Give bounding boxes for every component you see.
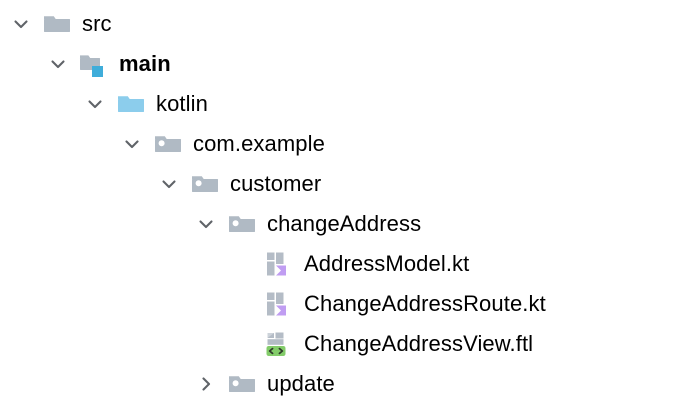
kotlin-file-icon xyxy=(264,249,294,279)
tree-indent-spacer xyxy=(230,251,256,277)
tree-row-label: changeAddress xyxy=(267,211,422,236)
tree-row-label: AddressModel.kt xyxy=(304,251,470,276)
folder-package-icon xyxy=(190,169,220,199)
folder-module-icon xyxy=(79,49,109,79)
tree-indent-spacer xyxy=(230,291,256,317)
tree-row-change-address-route-kt[interactable]: ChangeAddressRoute.kt xyxy=(0,284,700,324)
chevron-down-icon[interactable] xyxy=(45,51,71,77)
ftl-file-icon xyxy=(264,329,294,359)
chevron-down-icon[interactable] xyxy=(8,11,34,37)
chevron-down-icon[interactable] xyxy=(193,211,219,237)
tree-row-label: main xyxy=(119,51,171,76)
folder-package-icon xyxy=(227,369,257,399)
tree-row-address-model-kt[interactable]: AddressModel.kt xyxy=(0,244,700,284)
chevron-right-icon[interactable] xyxy=(193,371,219,397)
tree-row-change-address[interactable]: changeAddress xyxy=(0,204,700,244)
folder-package-icon xyxy=(153,129,183,159)
tree-row-change-address-view-ftl[interactable]: ChangeAddressView.ftl xyxy=(0,324,700,364)
chevron-down-icon[interactable] xyxy=(119,131,145,157)
folder-icon xyxy=(42,9,72,39)
chevron-down-icon[interactable] xyxy=(156,171,182,197)
tree-row-label: src xyxy=(82,11,112,36)
kotlin-file-icon xyxy=(264,289,294,319)
tree-row-label: kotlin xyxy=(156,91,208,116)
folder-source-root-icon xyxy=(116,89,146,119)
tree-row-label: ChangeAddressRoute.kt xyxy=(304,291,546,316)
tree-row-customer[interactable]: customer xyxy=(0,164,700,204)
tree-row-label: com.example xyxy=(193,131,325,156)
tree-row-label: ChangeAddressView.ftl xyxy=(304,331,534,356)
tree-row-kotlin[interactable]: kotlin xyxy=(0,84,700,124)
tree-row-update[interactable]: update xyxy=(0,364,700,404)
tree-indent-spacer xyxy=(230,331,256,357)
folder-package-icon xyxy=(227,209,257,239)
tree-row-label: update xyxy=(267,371,335,396)
tree-row-com-example[interactable]: com.example xyxy=(0,124,700,164)
chevron-down-icon[interactable] xyxy=(82,91,108,117)
tree-row-src[interactable]: src xyxy=(0,4,700,44)
tree-row-main[interactable]: main xyxy=(0,44,700,84)
tree-row-label: customer xyxy=(230,171,322,196)
